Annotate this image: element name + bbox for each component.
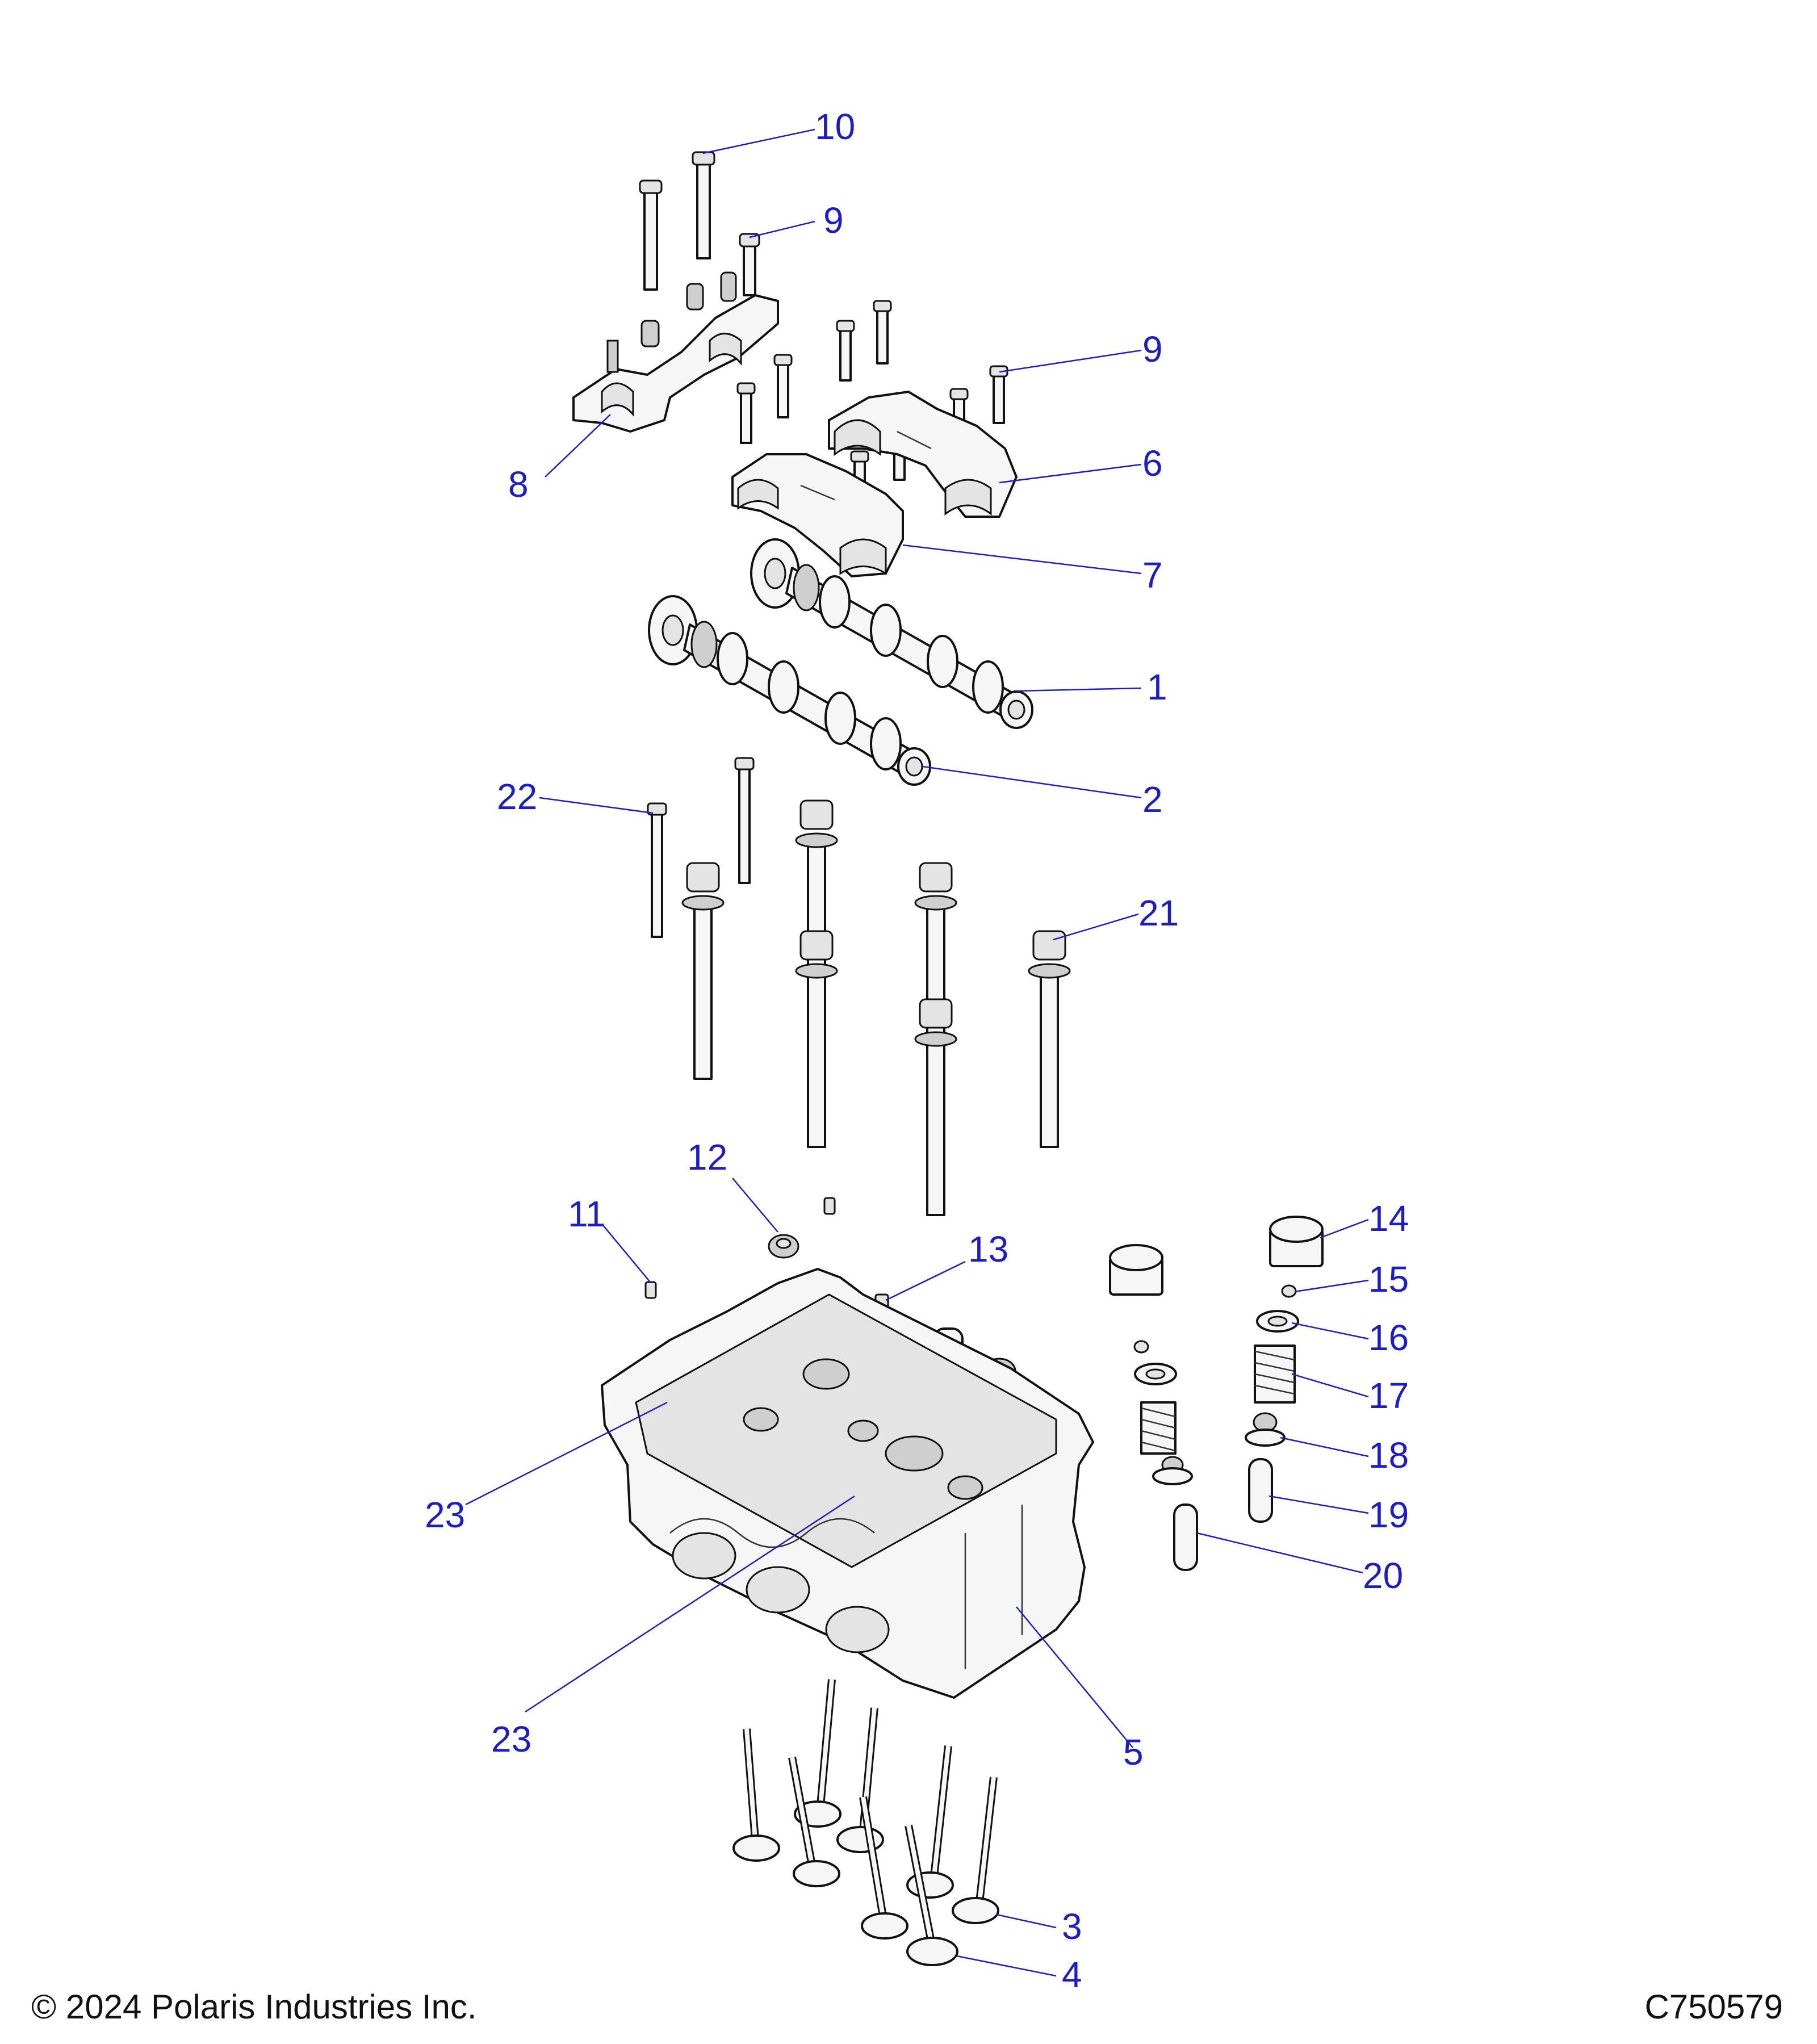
callout-1: 1: [1147, 667, 1167, 707]
callout-14: 14: [1368, 1198, 1409, 1239]
callout-2: 2: [1142, 779, 1163, 820]
camshaft-cap-8: [572, 271, 779, 433]
callout-13: 13: [968, 1229, 1008, 1270]
camshaft-cap-7: [731, 453, 904, 577]
callout-23-lower: 23: [491, 1719, 531, 1760]
callout-22: 22: [497, 776, 537, 817]
callout-21: 21: [1138, 893, 1179, 933]
copyright-notice: © 2024 Polaris Industries Inc.: [31, 1988, 477, 2026]
callout-9-right: 9: [1142, 329, 1163, 370]
camshaft-2: [648, 595, 931, 786]
cylinder-head-5: [601, 1268, 1094, 1699]
callout-labels: 10 9 9 8 6 7 1 2 22 21 12 11 13 14 15 16…: [425, 106, 1409, 1995]
callout-16: 16: [1368, 1317, 1409, 1358]
callout-8: 8: [508, 464, 529, 505]
callout-7: 7: [1142, 555, 1163, 596]
callout-10: 10: [815, 106, 855, 147]
camshaft-1: [750, 538, 1033, 729]
callout-12: 12: [687, 1137, 727, 1178]
callout-leader-lines: [465, 128, 1369, 1977]
callout-23-upper: 23: [425, 1494, 465, 1535]
callout-17: 17: [1368, 1375, 1409, 1416]
callout-18: 18: [1368, 1435, 1409, 1476]
callout-20: 20: [1363, 1555, 1403, 1596]
callout-4: 4: [1062, 1954, 1082, 1995]
valves: [732, 1679, 999, 1966]
callout-11: 11: [568, 1193, 605, 1234]
callout-5: 5: [1123, 1732, 1144, 1773]
valve-train-components: [1109, 1216, 1324, 1571]
callout-9-upper: 9: [823, 200, 844, 241]
camshaft-cap-6: [828, 391, 1018, 518]
callout-6: 6: [1142, 443, 1163, 484]
diagram-code: C750579: [1644, 1988, 1783, 2026]
callout-15: 15: [1368, 1259, 1409, 1300]
callout-3: 3: [1062, 1906, 1082, 1947]
callout-19: 19: [1368, 1494, 1409, 1535]
